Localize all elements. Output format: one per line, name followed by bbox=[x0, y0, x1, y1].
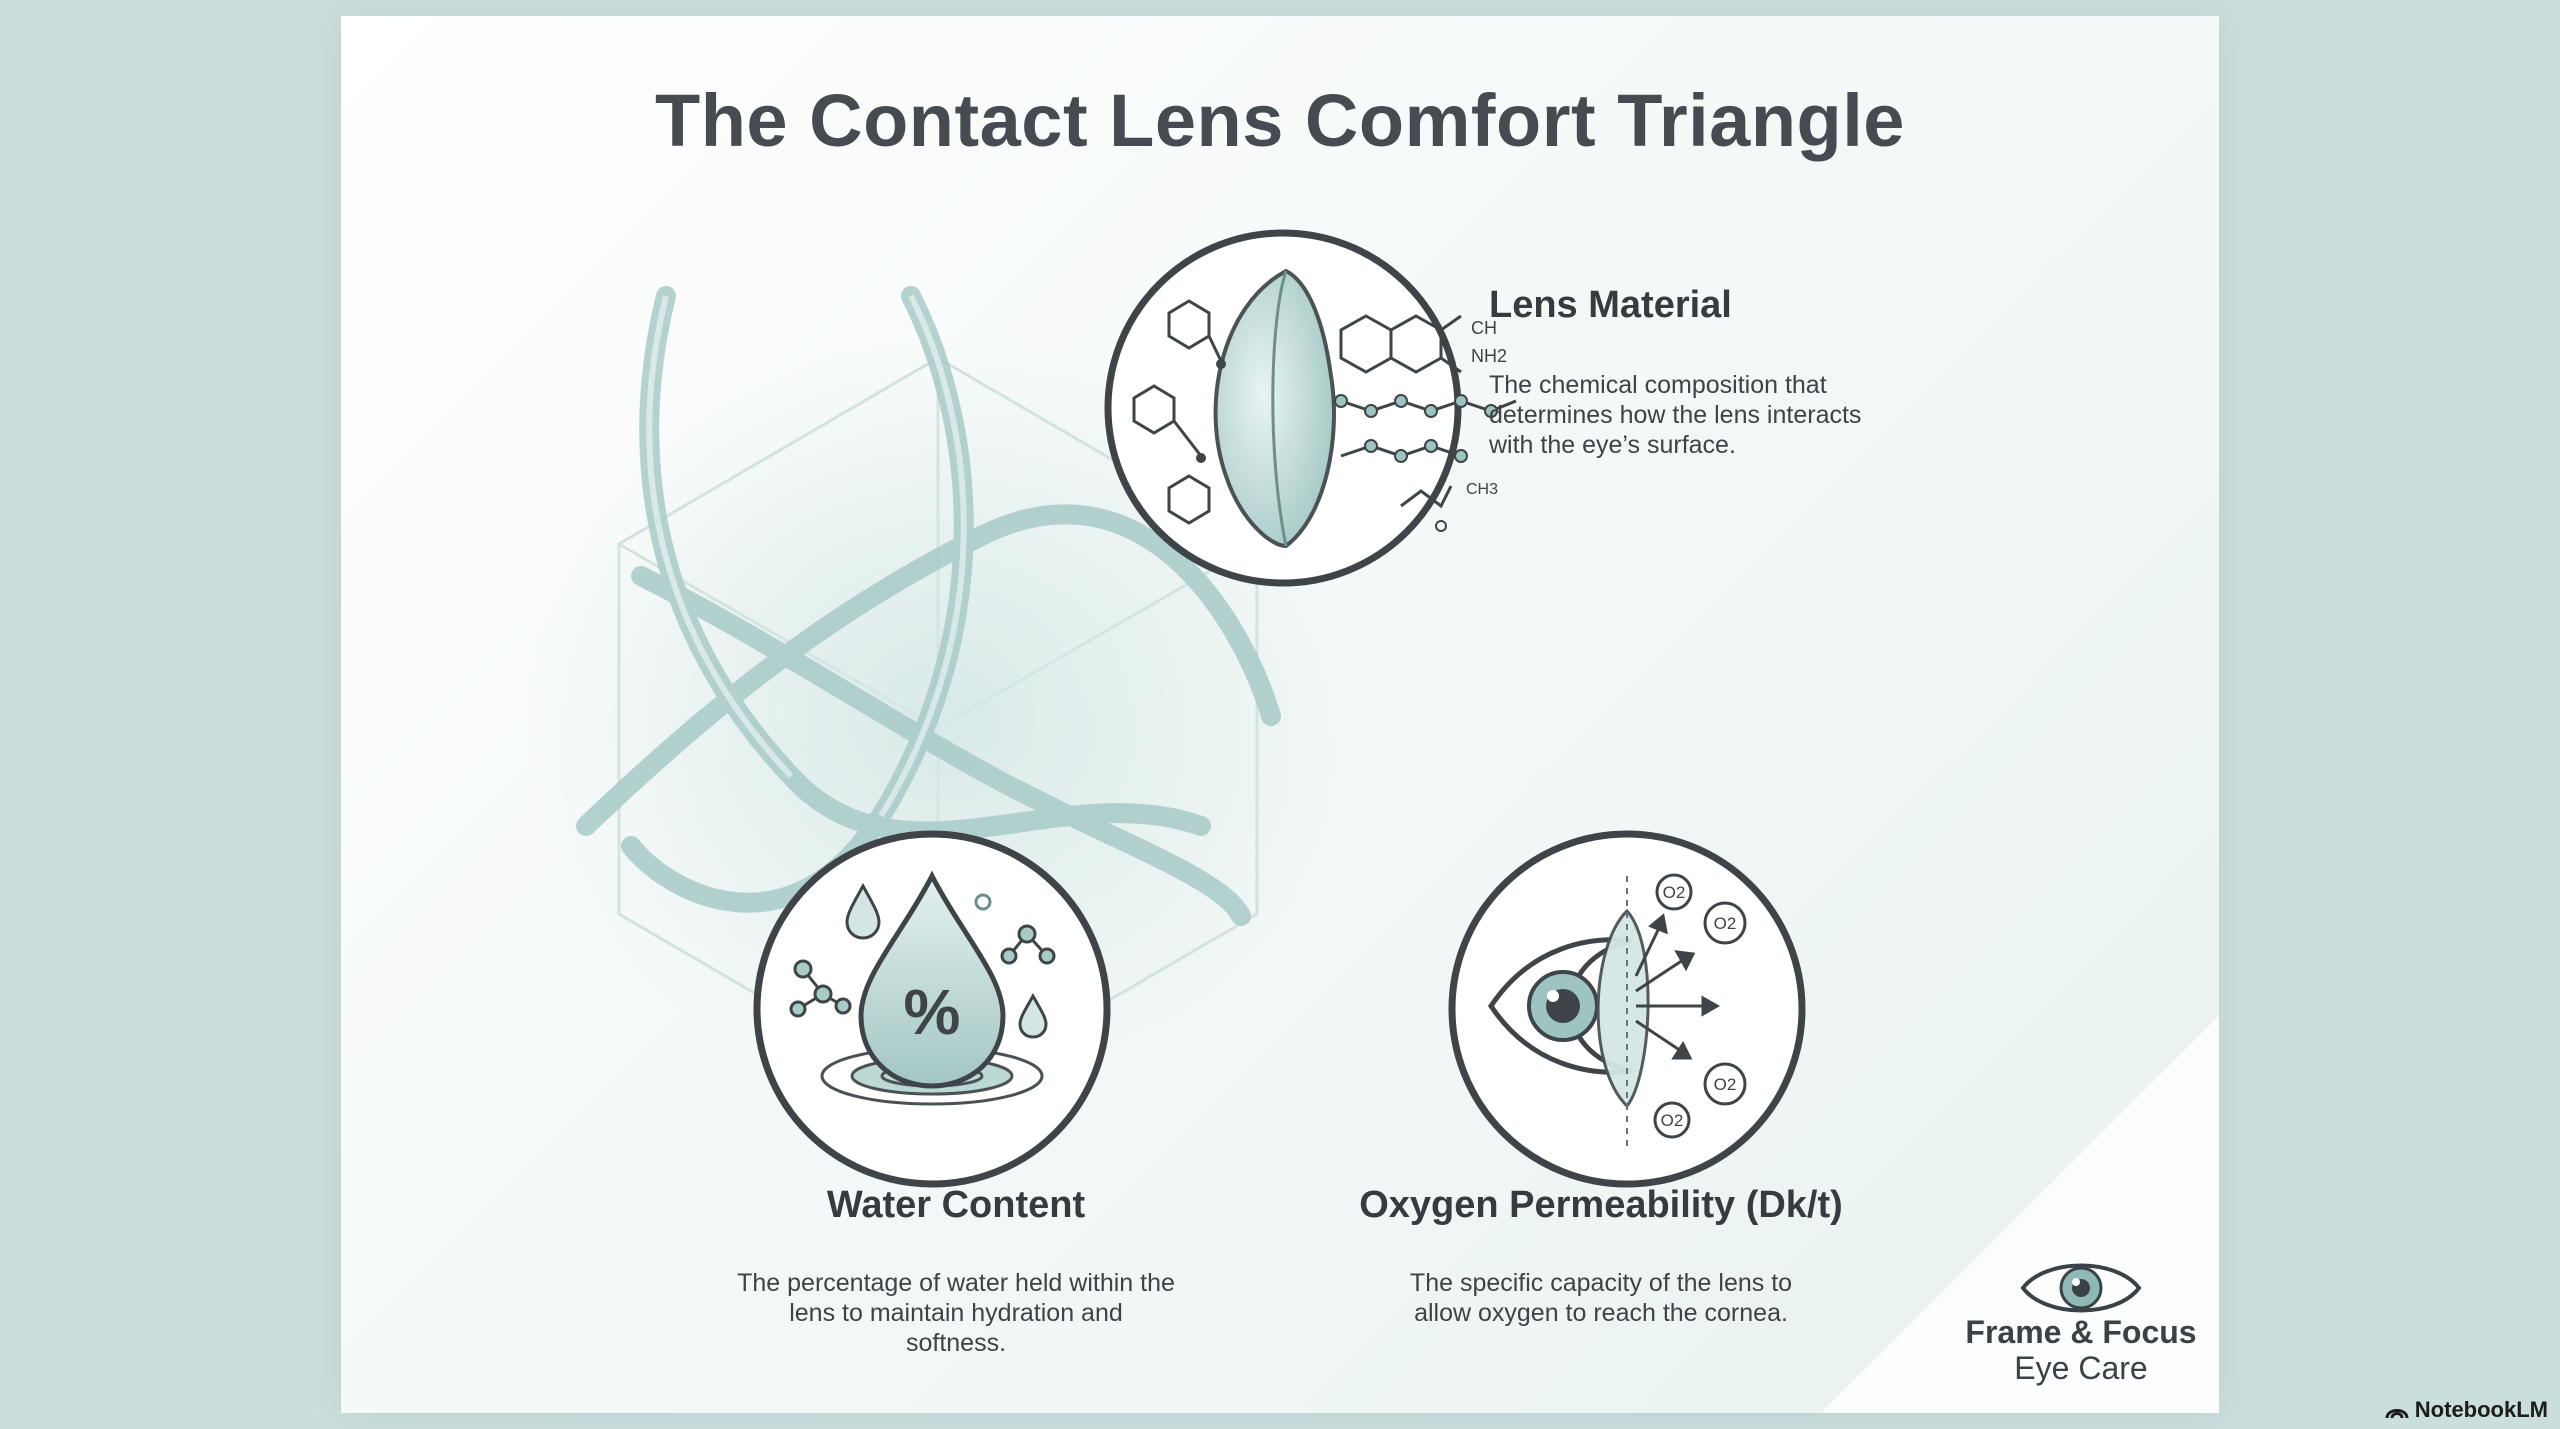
oxygen-permeability-node: O2 O2 O2 O2 bbox=[1448, 830, 1806, 1188]
o2-label-2: O2 bbox=[1714, 914, 1737, 933]
oxygen-permeability-label: Oxygen Permeability (Dk/t) bbox=[1359, 1184, 1843, 1226]
water-content-node: % bbox=[753, 830, 1111, 1188]
o2-label-4: O2 bbox=[1661, 1111, 1684, 1130]
lens-material-node: CH NH2 CH3 bbox=[1104, 229, 1517, 587]
eye-oxygen-icon: O2 O2 O2 O2 bbox=[1487, 873, 1747, 1146]
lens-material-label: Lens Material bbox=[1489, 284, 1732, 326]
o2-label-3: O2 bbox=[1714, 1075, 1737, 1094]
notebooklm-watermark: NotebookLM bbox=[2385, 1397, 2548, 1423]
brand-subtitle: Eye Care bbox=[2014, 1350, 2148, 1386]
eye-logo-icon bbox=[2020, 1263, 2142, 1313]
page-title: The Contact Lens Comfort Triangle bbox=[655, 79, 1905, 162]
band-highlights bbox=[646, 294, 967, 818]
card-background bbox=[1821, 1016, 2219, 1413]
molecule-lens-icon: CH NH2 CH3 bbox=[1132, 268, 1517, 549]
infographic-card: The Contact Lens Comfort Triangle bbox=[341, 16, 2219, 1413]
notebooklm-icon bbox=[2385, 1409, 2409, 1419]
chem-label-ch3: CH3 bbox=[1466, 481, 1498, 498]
o2-label-1: O2 bbox=[1663, 883, 1686, 902]
lens-material-description: The chemical composition that determines… bbox=[1489, 371, 1862, 459]
brand-name: Frame & Focus bbox=[1965, 1314, 2197, 1350]
oxygen-permeability-description: The specific capacity of the lens to all… bbox=[1409, 1269, 1793, 1327]
water-content-description: The percentage of water held within the … bbox=[737, 1269, 1175, 1357]
comfort-triangle-diagram: CH NH2 CH3 bbox=[521, 229, 2142, 1313]
water-drop-icon: % bbox=[789, 870, 1056, 1106]
water-content-label: Water Content bbox=[826, 1184, 1086, 1226]
watermark-text: NotebookLM bbox=[2414, 1397, 2548, 1422]
chem-label-nh2: NH2 bbox=[1471, 346, 1507, 366]
percent-symbol: % bbox=[904, 976, 961, 1048]
chem-label-ch: CH bbox=[1471, 318, 1497, 338]
